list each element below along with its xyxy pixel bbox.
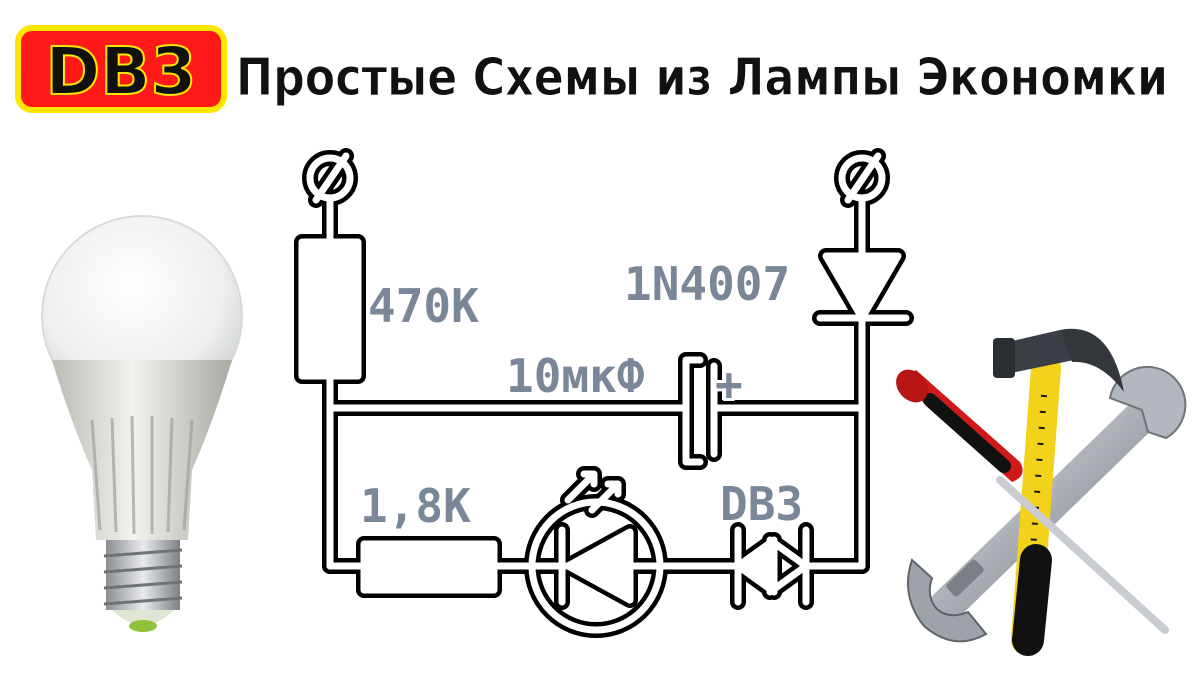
terminal-left <box>306 152 354 204</box>
header-badge: DB3 <box>15 25 227 113</box>
led-triangle-fill <box>568 532 630 600</box>
page-title: Простые Схемы из Лампы Экономки <box>236 48 1168 108</box>
screwdriver-icon <box>896 369 1169 634</box>
dinistor-fill-left <box>738 540 774 592</box>
tools-icon <box>896 328 1187 656</box>
capacitor-label: 10мкФ <box>506 349 645 403</box>
capacitor-plate-left <box>682 356 704 466</box>
diode-label: 1N4007 <box>624 257 790 311</box>
component-fill-layer <box>302 242 898 600</box>
resistor-bottom-label: 1,8K <box>360 479 471 533</box>
resistor-top-fill <box>302 242 358 376</box>
component-labels: 470K 1N4007 10мкФ + 1,8K DB3 <box>357 254 806 536</box>
resistor-top-label: 470K <box>368 279 479 333</box>
capacitor-polarity-label: + <box>715 357 743 411</box>
resistor-bottom-fill <box>364 544 494 590</box>
badge-label: DB3 <box>45 33 196 110</box>
diode-1n4007-fill <box>826 256 898 318</box>
led-arrow-1 <box>564 470 598 504</box>
badge-background <box>15 25 227 113</box>
led-bulb-icon <box>41 215 243 632</box>
circuit-schematic <box>294 148 914 638</box>
terminal-right <box>838 152 886 204</box>
led-arrow-2 <box>588 480 622 514</box>
dinistor-label: DB3 <box>720 477 803 531</box>
